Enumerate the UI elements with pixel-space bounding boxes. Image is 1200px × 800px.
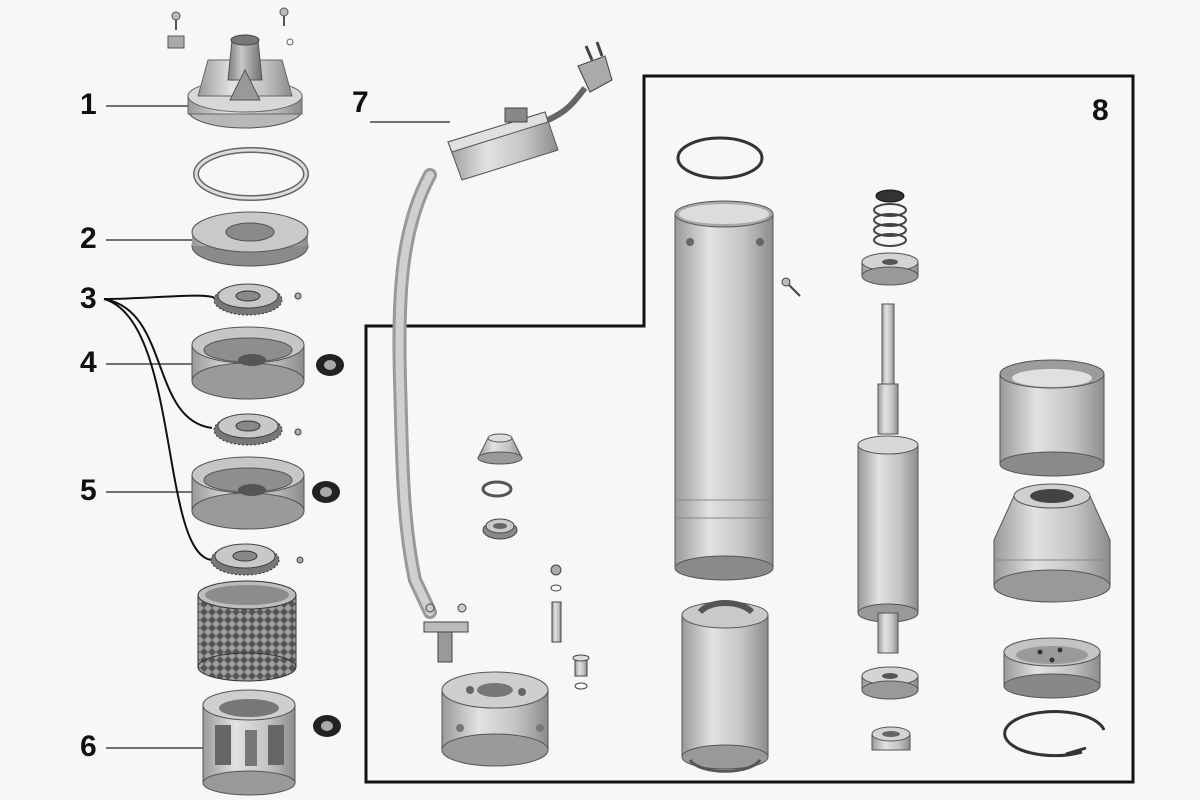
ball-bearing-bottom <box>861 666 919 700</box>
o-ring-large <box>676 136 764 180</box>
callout-2: 2 <box>80 222 97 255</box>
screw-part <box>781 277 801 297</box>
mechanical-seal-spring <box>873 189 907 247</box>
part-1-discharge-head <box>167 7 303 129</box>
part-3-impeller-3 <box>210 543 304 576</box>
callout-3: 3 <box>80 282 97 315</box>
ball-bearing-top <box>861 252 919 286</box>
callout-5: 5 <box>80 474 97 507</box>
motor-base <box>441 671 549 767</box>
top-sleeve <box>999 359 1105 477</box>
part-4-diffuser <box>191 326 344 400</box>
strainer-mesh <box>197 580 297 682</box>
bushing-part <box>482 518 518 540</box>
retaining-ring <box>1003 710 1106 758</box>
callout-7: 7 <box>352 86 369 119</box>
bottom-cup <box>1003 637 1101 699</box>
callout-1: 1 <box>80 88 97 121</box>
rotor-shaft <box>857 303 919 654</box>
part-6-intake-cage <box>202 689 341 796</box>
group-8-frame <box>364 74 1135 784</box>
o-ring-small <box>481 480 513 498</box>
motor-housing-tube <box>674 200 774 581</box>
stator <box>681 600 769 773</box>
callout-6: 6 <box>80 730 97 763</box>
part-7-cable-with-capacitor-box <box>392 41 613 663</box>
callout-4: 4 <box>80 346 97 379</box>
part-3-impeller-2 <box>213 413 302 446</box>
conical-housing <box>993 483 1111 603</box>
lower-bushing <box>871 726 911 751</box>
part-2-upper-disk <box>191 211 309 267</box>
part-3-impeller-1 <box>213 283 302 316</box>
callout-8: 8 <box>1092 94 1109 127</box>
pin-parts <box>550 564 590 690</box>
cone-seal-part <box>477 433 523 465</box>
part-5-diffuser <box>191 456 340 530</box>
